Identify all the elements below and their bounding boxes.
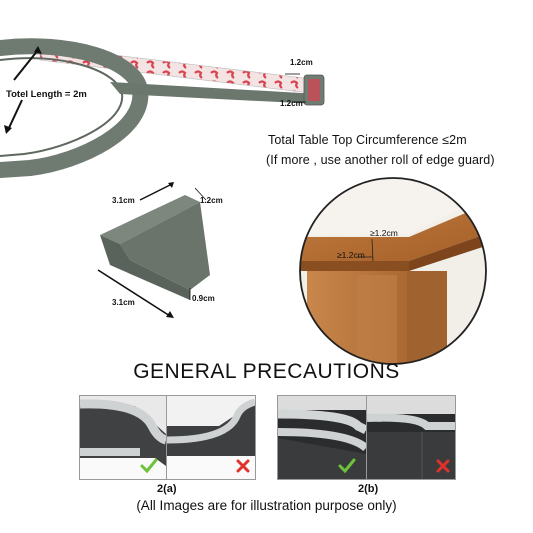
check-icon bbox=[338, 458, 356, 474]
precaution-2a-correct-photo bbox=[79, 395, 167, 480]
cross-icon bbox=[436, 459, 450, 473]
table-side-thickness-label: ≥1.2cm bbox=[337, 250, 365, 260]
precaution-2a-wrong-photo bbox=[166, 395, 256, 480]
roll-width-label: 1.2cm bbox=[290, 58, 313, 67]
corner-top-length-label: 3.1cm bbox=[112, 196, 135, 205]
table-corner-photo bbox=[299, 177, 487, 365]
precaution-2b-wrong-photo bbox=[366, 395, 456, 480]
roll-length-label: Totel Length = 2m bbox=[6, 89, 87, 100]
circumference-info: Total Table Top Circumference ≤2m bbox=[268, 133, 467, 147]
extra-roll-note: (If more , use another roll of edge guar… bbox=[266, 153, 495, 167]
circumference-prefix: Total Table Top Circumference bbox=[268, 133, 439, 147]
less-equal-symbol: ≤ bbox=[442, 133, 450, 147]
cross-icon bbox=[236, 459, 250, 473]
edge-guard-roll-illustration bbox=[0, 38, 325, 178]
illustration-disclaimer: (All Images are for illustration purpose… bbox=[136, 498, 397, 513]
corner-thickness-label: 0.9cm bbox=[192, 294, 215, 303]
precaution-caption-2b: 2(b) bbox=[358, 483, 379, 495]
check-icon bbox=[140, 458, 158, 474]
roll-height-label: 1.2cm bbox=[280, 99, 303, 108]
corner-guard-illustration bbox=[97, 182, 210, 318]
precaution-caption-2a: 2(a) bbox=[157, 483, 177, 495]
corner-top-width-label: 1.2cm bbox=[200, 196, 223, 205]
circumference-value: 2m bbox=[449, 133, 467, 147]
corner-bottom-length-label: 3.1cm bbox=[112, 298, 135, 307]
general-precautions-heading: GENERAL PRECAUTIONS bbox=[133, 360, 400, 383]
precaution-2b-correct-photo bbox=[277, 395, 367, 480]
table-top-thickness-label: ≥1.2cm bbox=[370, 228, 398, 238]
